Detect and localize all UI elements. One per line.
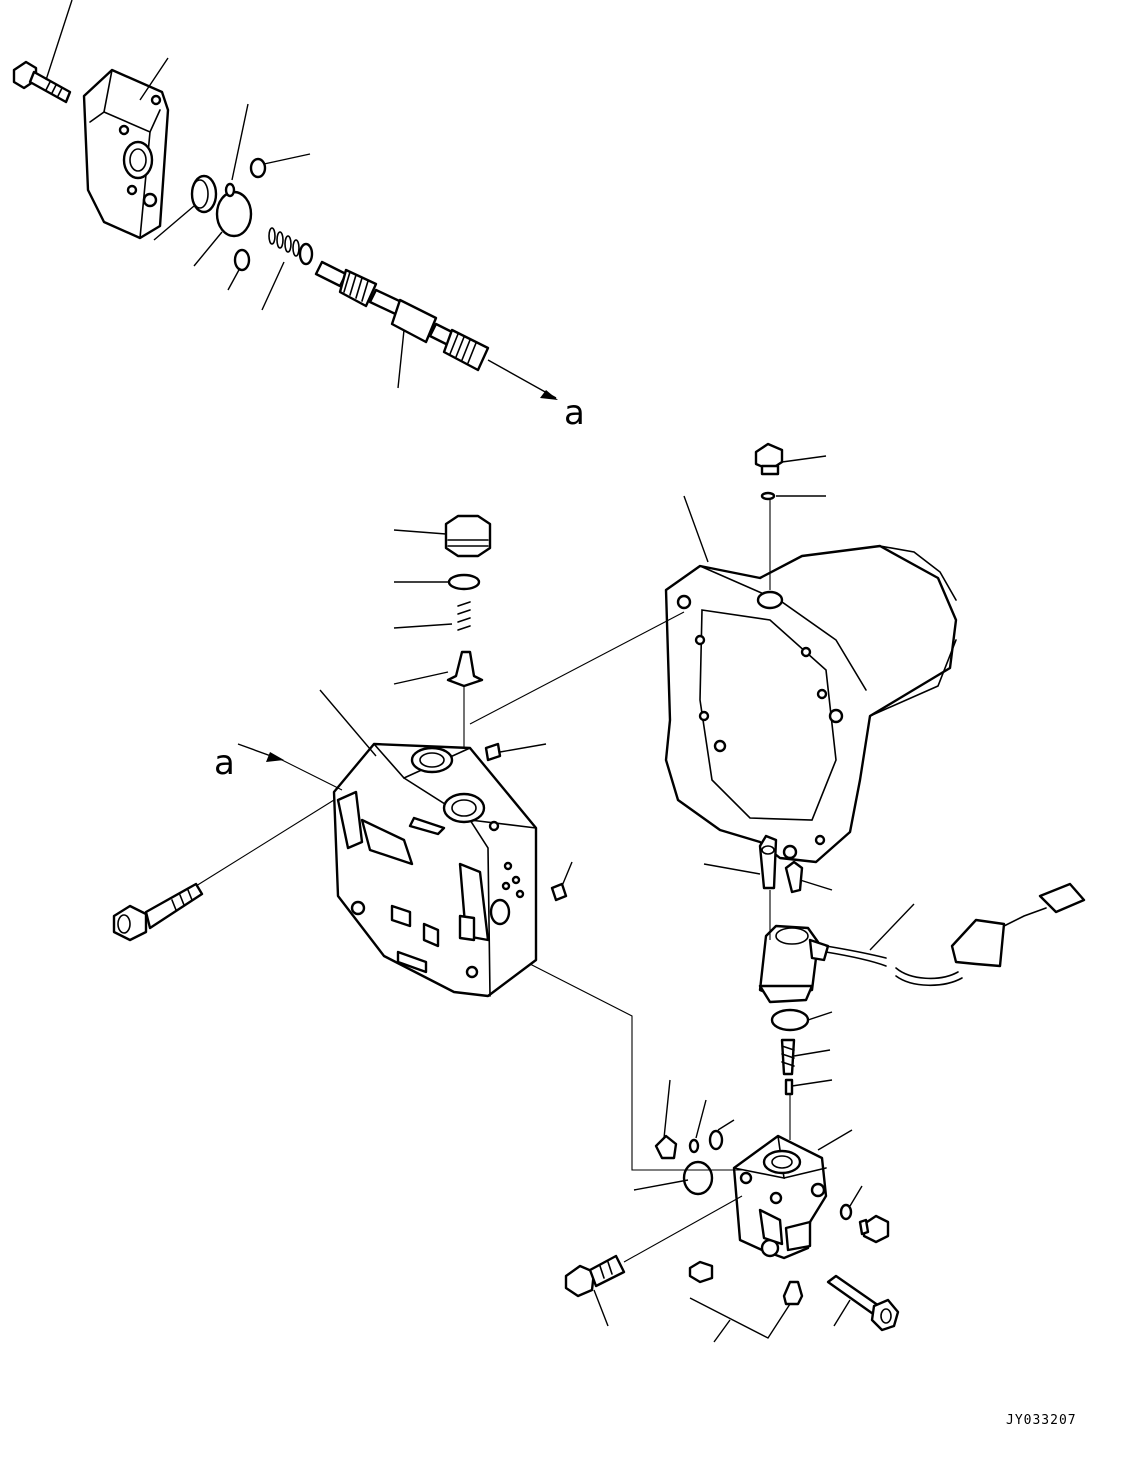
solenoid-assembly <box>703 834 1086 1096</box>
ref-mark-a-upper: a <box>564 393 585 433</box>
cover-seals <box>153 103 311 291</box>
ref-mark-a-lower: a <box>214 743 235 783</box>
spool-spring <box>261 227 314 311</box>
drawing-code: JY033207 <box>1006 1413 1077 1428</box>
control-spool: a <box>314 260 585 433</box>
valve-plug-stack <box>393 514 492 820</box>
housing-plug <box>754 442 827 590</box>
cover-plate <box>82 57 170 240</box>
valve-body: a <box>112 689 573 998</box>
upper-assembly: a <box>12 0 585 433</box>
motor-housing <box>664 442 958 864</box>
valve-body-long-bolt <box>112 799 335 942</box>
cover-bolt <box>12 0 73 104</box>
lower-valve-block <box>564 1079 900 1343</box>
